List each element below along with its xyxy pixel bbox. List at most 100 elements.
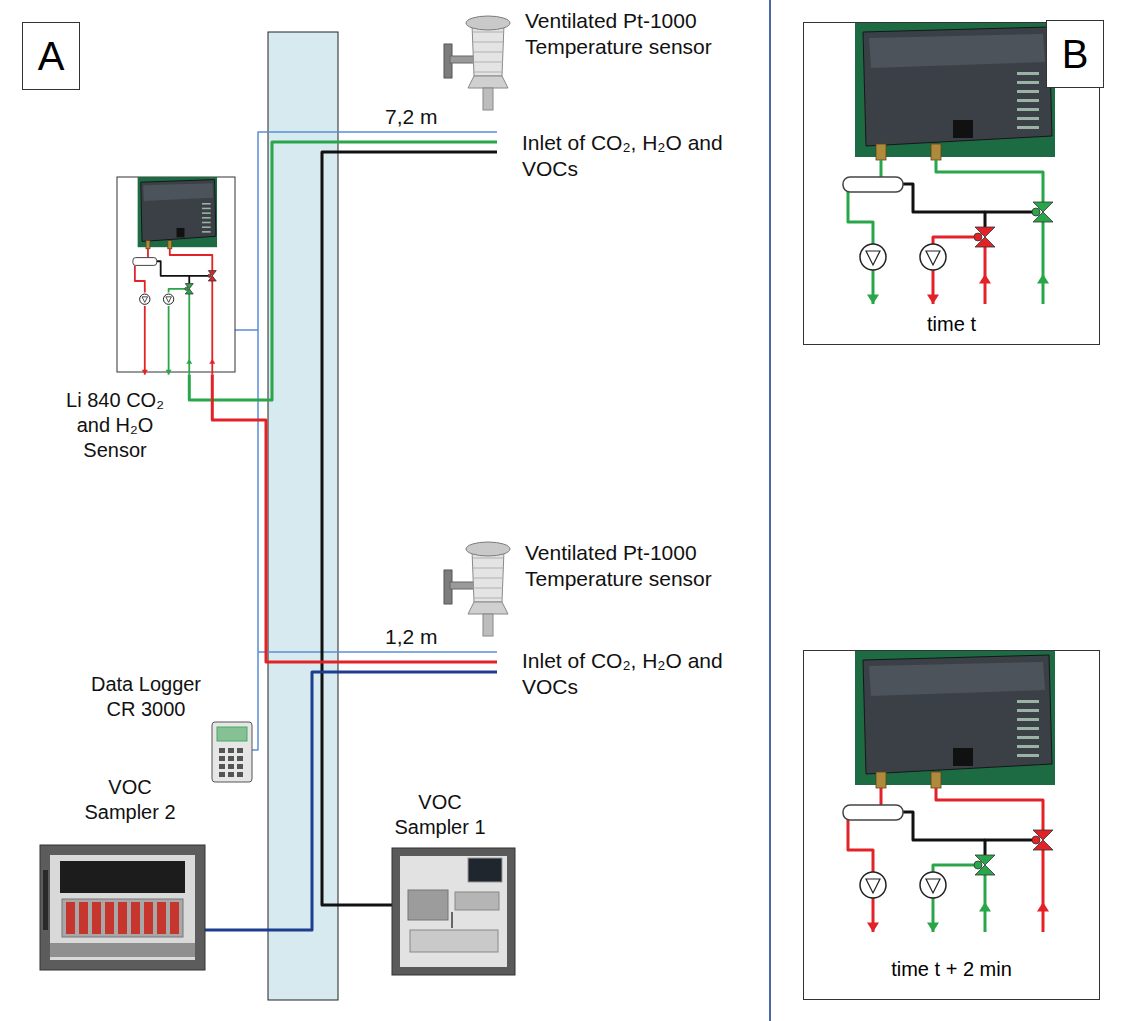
drying-tube xyxy=(843,177,903,192)
instrument-label: Li 840 CO₂ and H₂O Sensor xyxy=(52,388,178,463)
logger-key xyxy=(228,756,234,761)
sampler-base xyxy=(50,943,195,957)
logger-key xyxy=(219,772,225,777)
arrow-head xyxy=(867,294,879,304)
logger-key xyxy=(237,764,243,769)
gas-port xyxy=(931,144,941,160)
flow-schematic xyxy=(843,650,1055,932)
status-led xyxy=(1017,727,1039,730)
sorbent-cartridge xyxy=(144,902,153,934)
mounting-arm xyxy=(450,56,474,63)
analyzer-case xyxy=(863,655,1052,774)
fan-housing-cap xyxy=(466,542,510,556)
radiation-shield xyxy=(472,24,504,76)
cable-socket xyxy=(953,748,973,766)
sorbent-cartridge xyxy=(105,902,114,934)
panel-letter-box: A xyxy=(22,22,80,90)
shield-base xyxy=(468,76,508,88)
valve-link-line xyxy=(903,812,985,840)
gas-port xyxy=(168,240,172,248)
exhaust-line xyxy=(168,306,170,375)
data-logger-icon xyxy=(212,722,252,782)
temperature-sensor xyxy=(444,16,510,110)
photo-background xyxy=(138,177,217,247)
pump-direction xyxy=(926,879,940,893)
valve-actuator xyxy=(974,233,982,241)
logger-key xyxy=(219,764,225,769)
logger-key xyxy=(219,756,225,761)
sampler-lid xyxy=(60,861,185,893)
analyzer-photo xyxy=(855,22,1055,160)
radiation-shield xyxy=(472,550,504,602)
status-led xyxy=(202,212,211,214)
temperature-sensor xyxy=(444,542,510,636)
analyzer-case xyxy=(141,180,216,242)
analyzer-outlet-line xyxy=(880,160,883,177)
photo-background xyxy=(855,650,1055,785)
status-led xyxy=(202,203,211,205)
logger-key xyxy=(237,748,243,753)
pump-feed-line xyxy=(848,820,873,872)
sorbent-cartridge xyxy=(157,902,166,934)
gas-port xyxy=(931,772,941,788)
pump-symbol xyxy=(920,244,946,270)
three-way-valve xyxy=(1033,202,1053,222)
exhaust-line xyxy=(144,306,146,375)
three-way-valve xyxy=(185,284,193,294)
shield-ring xyxy=(473,588,503,589)
analyzer-inlet-line xyxy=(170,249,212,271)
arrow-head xyxy=(209,359,215,364)
logger-key xyxy=(228,764,234,769)
status-led xyxy=(202,208,211,210)
pump-direction xyxy=(166,297,172,303)
shield-ring xyxy=(473,598,503,599)
arrow-head xyxy=(1037,274,1049,284)
sampler-display xyxy=(468,858,502,882)
logger-key xyxy=(237,772,243,777)
voc-sampler-photo xyxy=(40,845,205,970)
valve-actuator xyxy=(185,287,188,290)
logger-screen xyxy=(217,727,247,741)
sorbent-cartridge xyxy=(131,902,140,934)
arrow-head xyxy=(1037,902,1049,912)
logger-label: Data Logger CR 3000 xyxy=(85,672,207,722)
arrow-head xyxy=(142,370,148,375)
flow-schematic xyxy=(133,177,217,375)
drying-tube xyxy=(843,805,903,820)
arrow-head xyxy=(927,294,939,304)
cable-socket xyxy=(177,228,185,237)
sampler-pump-unit xyxy=(408,890,448,920)
gas-port xyxy=(146,240,150,248)
logger-key xyxy=(228,748,234,753)
sensor-label: Ventilated Pt-1000 Temperature sensor xyxy=(525,8,760,61)
pump-direction xyxy=(926,251,940,265)
pump-direction xyxy=(142,297,148,303)
valve-state-box: time t + 2 min xyxy=(803,650,1100,1000)
logger-key xyxy=(228,772,234,777)
sorbent-cartridge xyxy=(170,902,179,934)
inlet-label: Inlet of CO₂, H₂O and VOCs xyxy=(522,648,762,701)
gas-port xyxy=(876,772,886,788)
panel-divider xyxy=(769,0,771,1021)
arrow-head xyxy=(166,370,172,375)
bypass-feed-line xyxy=(933,865,975,872)
shield-ring xyxy=(473,32,503,33)
bypass-feed-line xyxy=(169,289,186,293)
status-led xyxy=(1017,117,1039,120)
analyzer-outlet-line xyxy=(880,788,883,805)
status-led xyxy=(1017,736,1039,739)
status-led xyxy=(1017,108,1039,111)
status-led xyxy=(1017,754,1039,757)
sample-line xyxy=(1042,222,1045,304)
sampler-tray xyxy=(410,930,498,952)
cartridge-tray xyxy=(62,899,183,937)
pump-symbol xyxy=(860,872,886,898)
inlet-label: Inlet of CO₂, H₂O and VOCs xyxy=(522,130,762,183)
three-way-valve xyxy=(1033,830,1053,850)
valve-actuator xyxy=(1032,208,1040,216)
pump-symbol xyxy=(163,294,173,304)
sampler-tube xyxy=(451,912,453,928)
sampler-label: VOC Sampler 1 xyxy=(385,790,495,840)
analyzer-outlet-line xyxy=(147,249,149,258)
sorbent-cartridge xyxy=(118,902,127,934)
